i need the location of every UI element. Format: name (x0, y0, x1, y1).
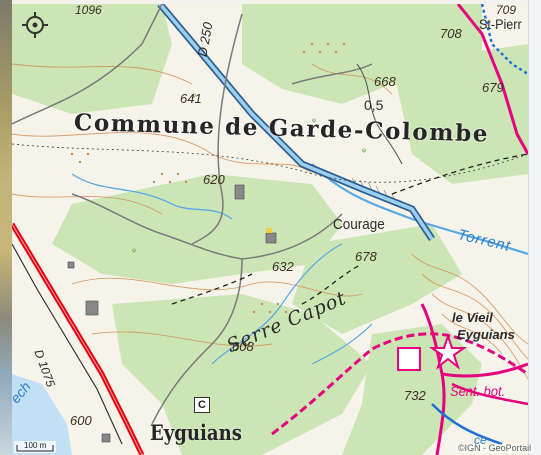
map-attribution[interactable]: ©IGN - GeoPortail (456, 443, 534, 453)
village-label-line1: le Vieil (452, 310, 493, 325)
scale-bar (14, 441, 56, 453)
elevation-label: 678 (355, 249, 377, 264)
elevation-label: 641 (180, 91, 202, 106)
elevation-label: 600 (70, 413, 92, 428)
elevation-label: 732 (404, 388, 426, 403)
trail-star-marker (428, 332, 468, 370)
elevation-label: 708 (440, 26, 462, 41)
elevation-label: 679 (482, 80, 504, 95)
elevation-label-cut-top-right: 709 (496, 3, 517, 17)
local-roads (12, 4, 373, 425)
trail-info-marker (397, 347, 421, 371)
svg-text:ᵠ: ᵠ (132, 246, 136, 256)
svg-text:ᵠ: ᵠ (192, 91, 196, 101)
contour-lines (12, 63, 528, 380)
place-label-top-right: St-Pierr (479, 16, 522, 32)
village-label-line2: Eyguians (457, 327, 515, 342)
dashed-tracks (171, 153, 528, 305)
canal-water (158, 4, 434, 240)
svg-text:ᵠ: ᵠ (312, 116, 316, 126)
elevation-label: 608 (232, 339, 254, 354)
left-photo-strip (0, 0, 12, 455)
right-panel-edge (528, 0, 541, 455)
hiking-trails (271, 4, 528, 455)
river-bank-water (12, 374, 72, 455)
svg-text:ᵠ: ᵠ (362, 146, 366, 156)
yellow-building (266, 228, 272, 233)
elevation-label-cut-top: 1096 (75, 3, 102, 17)
path-track (356, 63, 403, 165)
elevation-label: 620 (203, 172, 225, 187)
water-label-bottom-right: ce (474, 433, 487, 447)
elevation-label: 632 (272, 259, 294, 274)
blue-trail-south (431, 403, 503, 446)
blue-trail (480, 4, 528, 76)
elevation-label: 668 (374, 74, 396, 89)
hamlet-label: Courage (333, 216, 385, 233)
distance-label: 0,5 (364, 97, 384, 113)
trail-label: Sent. bot. (450, 383, 506, 399)
buildings (67, 184, 277, 443)
topographic-map[interactable]: ᵠ ᵠ ᵠ ᵠ (12, 4, 528, 455)
town-label: Eyguians (150, 420, 242, 445)
highway-center (12, 223, 143, 455)
streams (71, 163, 528, 365)
scale-bar-label: 100 m (24, 441, 47, 450)
tree-markers: ᵠ ᵠ ᵠ ᵠ (132, 91, 366, 256)
orchard-dots (70, 42, 346, 314)
crosshair-locate-icon[interactable] (22, 12, 48, 38)
boundary-line (12, 143, 528, 183)
railway-line (12, 243, 123, 445)
church-badge: C (194, 397, 210, 413)
